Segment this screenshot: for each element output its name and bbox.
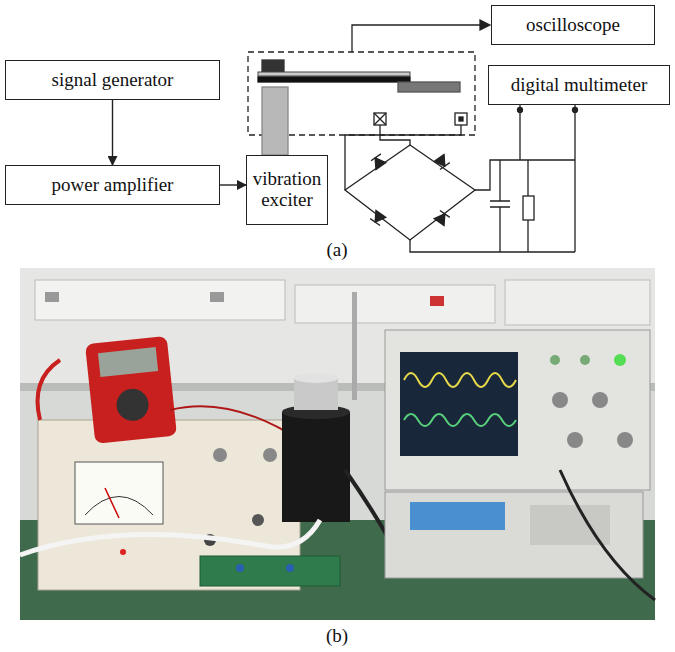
- magnet-dot: [459, 117, 463, 121]
- lab-photo: [20, 268, 655, 620]
- capacitor-part: [286, 564, 294, 572]
- pillar: [262, 87, 288, 155]
- multimeter-screen: [98, 347, 158, 377]
- multimeter-body: [85, 336, 177, 444]
- circuit-board: [200, 556, 340, 586]
- signal-arrow: [112, 100, 113, 165]
- piezo-layer: [258, 72, 410, 76]
- box-label: vibration exciter: [251, 169, 323, 211]
- box-label: digital multimeter: [511, 75, 648, 96]
- diode: [370, 210, 386, 225]
- clamp: [262, 60, 284, 72]
- diode: [434, 154, 450, 169]
- shelf-instrument: [295, 285, 495, 323]
- exciter-box: vibration exciter: [246, 155, 328, 225]
- cable: [20, 520, 320, 555]
- shelf-instrument: [505, 280, 650, 325]
- bridge-rectifier: [345, 145, 475, 240]
- knob: [252, 514, 264, 526]
- exciter-mass-top: [294, 373, 338, 383]
- cable: [560, 470, 655, 600]
- exciter-body: [282, 412, 350, 522]
- probe-arrowhead: [480, 20, 490, 30]
- wire: [527, 160, 528, 252]
- signal-generator-unit: [385, 492, 643, 578]
- meter-scale: [85, 497, 153, 516]
- scope-button: [550, 355, 560, 365]
- junction-dot: [518, 108, 523, 113]
- wire: [475, 160, 575, 190]
- cantilever-beam: [258, 77, 410, 82]
- handheld-multimeter: [85, 336, 177, 444]
- capacitor-part: [236, 564, 244, 572]
- indicator-led: [120, 549, 126, 555]
- wire: [410, 240, 575, 252]
- photo-ground: [20, 268, 655, 620]
- scope-knob: [552, 392, 568, 408]
- junction-dot: [573, 108, 578, 113]
- multimeter-box: digital multimeter: [488, 65, 670, 105]
- scope-button: [580, 355, 590, 365]
- socket: [210, 292, 224, 302]
- box-label: signal generator: [52, 70, 174, 91]
- knob: [213, 448, 227, 462]
- sine-trace: [404, 373, 516, 387]
- panel-label: (a): [326, 240, 347, 261]
- generator-lcd: [410, 502, 505, 530]
- scope-knob: [617, 432, 633, 448]
- resistor-symbol: [523, 196, 534, 220]
- sine-trace: [404, 414, 516, 426]
- oscilloscope-unit: [385, 330, 650, 490]
- socket: [45, 292, 59, 302]
- magnet-symbol: [455, 113, 467, 125]
- meter-lead: [520, 105, 575, 252]
- knob: [263, 448, 277, 462]
- panel-label: (b): [326, 626, 348, 647]
- wire: [345, 125, 461, 190]
- amplifier-box: power amplifier: [5, 165, 220, 205]
- signal-arrow: [220, 184, 246, 185]
- tip-mass: [398, 82, 460, 92]
- box-label: oscilloscope: [526, 15, 620, 36]
- box-label: power amplifier: [52, 175, 174, 196]
- meter-needle: [105, 488, 119, 518]
- cantilever-rod: [352, 292, 357, 400]
- socket: [430, 296, 444, 306]
- multimeter-dial: [115, 387, 150, 422]
- capacitor-symbol: [490, 160, 510, 252]
- probe-lead: [170, 406, 300, 440]
- probe-lead: [38, 360, 61, 420]
- oscilloscope-box: oscilloscope: [491, 5, 655, 45]
- shelf-instrument: [35, 280, 285, 320]
- coil-cross: [374, 113, 386, 125]
- probe-wire: [352, 25, 484, 52]
- scope-button: [614, 354, 626, 366]
- scope-knob: [592, 392, 608, 408]
- meter-window: [75, 462, 163, 524]
- signal-generator-box: signal generator: [5, 60, 220, 100]
- diode: [434, 210, 450, 225]
- coil-symbol: [374, 113, 386, 125]
- scope-knob: [567, 432, 583, 448]
- diode: [370, 154, 386, 170]
- scope-screen: [400, 352, 518, 456]
